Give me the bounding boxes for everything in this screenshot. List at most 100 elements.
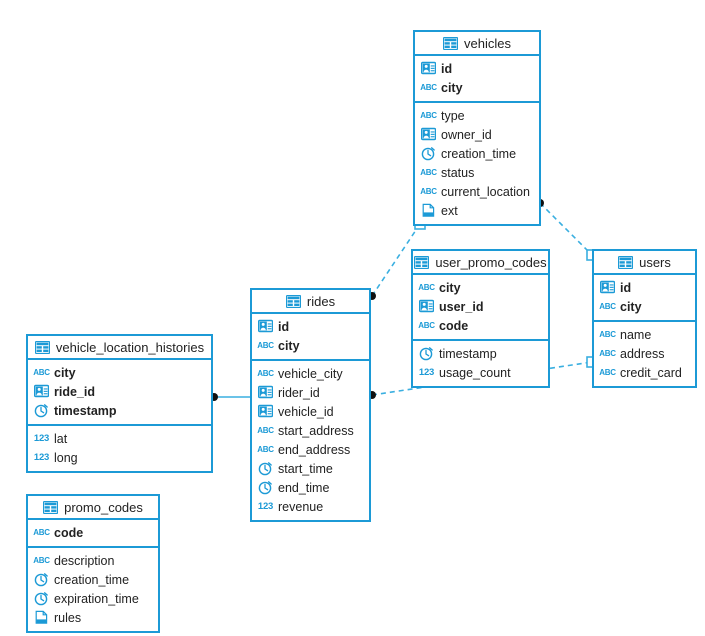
field-row[interactable]: ride_id <box>28 382 211 401</box>
field-row[interactable]: start_time <box>252 459 369 478</box>
id-card-icon <box>258 404 273 419</box>
field-name: timestamp <box>439 346 497 361</box>
field-row[interactable]: user_id <box>413 297 548 316</box>
field-row[interactable]: owner_id <box>415 125 539 144</box>
field-name: revenue <box>278 499 324 514</box>
abc-icon: ABC <box>418 282 435 292</box>
field-name: id <box>620 280 632 295</box>
field-name: id <box>278 319 290 334</box>
field-row[interactable]: timestamp <box>413 344 548 363</box>
clock-icon <box>419 346 434 361</box>
field-name: city <box>439 280 461 295</box>
relationship-vlh-to-rides[interactable] <box>210 393 250 401</box>
field-row[interactable]: ABC code <box>28 523 158 542</box>
field-row[interactable]: id <box>594 278 695 297</box>
abc-icon: ABC <box>257 425 274 435</box>
abc-icon: ABC <box>420 167 437 177</box>
field-name: long <box>54 450 78 465</box>
entity-header[interactable]: vehicle_location_histories <box>28 336 211 360</box>
clock-icon <box>34 572 49 587</box>
field-name: code <box>54 525 84 540</box>
abc-icon: ABC <box>420 110 437 120</box>
field-name: expiration_time <box>54 591 139 606</box>
abc-icon: ABC <box>599 329 616 339</box>
abc-icon: ABC <box>257 340 274 350</box>
field-name: end_address <box>278 442 351 457</box>
entity-header[interactable]: user_promo_codes <box>413 251 548 275</box>
field-row[interactable]: id <box>415 59 539 78</box>
field-row[interactable]: timestamp <box>28 401 211 420</box>
field-name: creation_time <box>54 572 130 587</box>
field-name: creation_time <box>441 146 517 161</box>
id-card-icon <box>258 385 273 400</box>
123-icon: 123 <box>33 451 50 463</box>
json-icon <box>34 610 49 625</box>
field-row[interactable]: expiration_time <box>28 589 158 608</box>
abc-icon: ABC <box>33 527 50 537</box>
field-name: start_time <box>278 461 333 476</box>
entity-title: users <box>639 254 671 270</box>
field-name: end_time <box>278 480 330 495</box>
field-row[interactable]: id <box>252 317 369 336</box>
entity-title: promo_codes <box>64 499 143 515</box>
clock-icon <box>258 461 273 476</box>
field-name: owner_id <box>441 127 492 142</box>
field-name: code <box>439 318 469 333</box>
clock-icon <box>258 480 273 495</box>
field-row[interactable]: creation_time <box>28 570 158 589</box>
field-name: city <box>54 365 76 380</box>
field-row[interactable]: rules <box>28 608 158 627</box>
field-row[interactable]: vehicle_id <box>252 402 369 421</box>
abc-icon: ABC <box>257 368 274 378</box>
field-row[interactable]: ABC code <box>413 316 548 335</box>
table-icon <box>414 255 430 270</box>
field-name: rider_id <box>278 385 320 400</box>
entity-header[interactable]: promo_codes <box>28 496 158 520</box>
table-icon <box>443 36 459 51</box>
field-row[interactable]: ext <box>415 201 539 220</box>
abc-icon: ABC <box>599 301 616 311</box>
field-row[interactable]: creation_time <box>415 144 539 163</box>
field-row[interactable]: ABC city <box>413 278 548 297</box>
field-name: credit_card <box>620 365 682 380</box>
field-name: ride_id <box>54 384 95 399</box>
table-icon <box>618 255 634 270</box>
field-name: ext <box>441 203 458 218</box>
abc-icon: ABC <box>418 320 435 330</box>
field-row[interactable]: rider_id <box>252 383 369 402</box>
entity-header[interactable]: users <box>594 251 695 275</box>
entity-header[interactable]: rides <box>252 290 369 314</box>
entity-header[interactable]: vehicles <box>415 32 539 56</box>
field-row[interactable]: end_time <box>252 478 369 497</box>
field-row[interactable]: 123 long <box>28 448 211 467</box>
abc-icon: ABC <box>420 186 437 196</box>
